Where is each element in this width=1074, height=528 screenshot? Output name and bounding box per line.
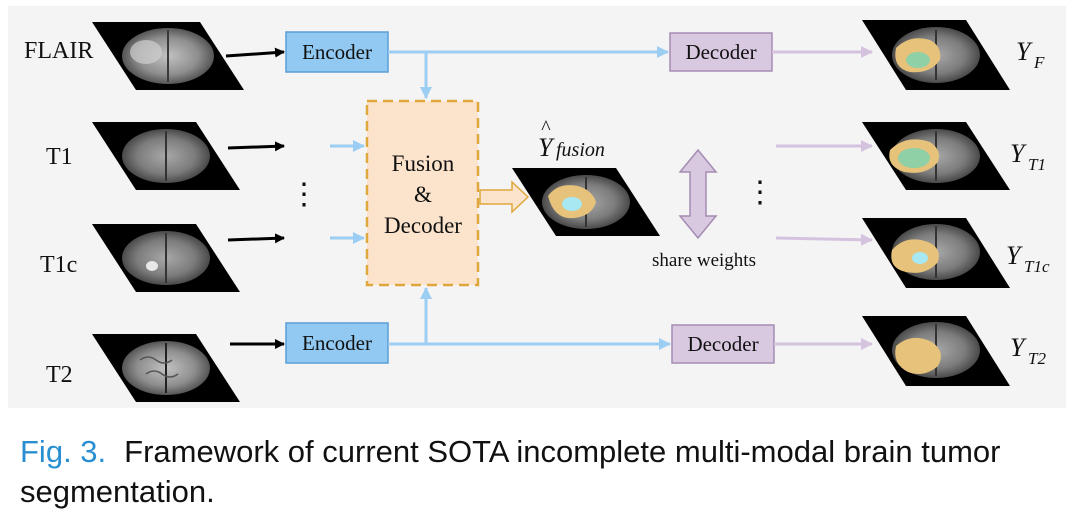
output-label-t1: Y T1 [1010,139,1046,174]
framework-diagram: FLAIR T1 T1c T2 Encoder Encoder ⋮ Fusion… [24,20,1050,402]
arrow-flair-encoder [225,47,285,58]
label-t1c: T1c [40,252,77,278]
output-t1c-subscript: T1c [1024,257,1050,276]
output-label-t2: Y T2 [1010,333,1046,368]
ellipsis-right: ⋮ [745,176,775,209]
fusion-label-line2: & [414,182,432,207]
fusion-decoder-block: Fusion & Decoder [365,99,480,287]
mri-slice-t1 [92,122,240,190]
encoder-bottom: Encoder [285,322,389,364]
mri-slice-t2 [92,334,240,402]
segmentation-slice-t1c [862,218,1010,288]
fusion-output-symbol: Y [538,133,555,162]
output-label-f: Y F [1016,37,1045,72]
fusion-output-label: ^ Y fusion [538,117,605,162]
segmentation-slice-t1 [862,122,1010,190]
encoder-top-label: Encoder [302,40,372,64]
segmentation-slice-fusion [512,168,660,236]
arrow-t1-missing [227,141,285,152]
arrow-t1c-output [775,233,873,246]
label-flair: FLAIR [24,38,93,64]
decoder-bottom-label: Decoder [687,332,758,356]
label-t2: T2 [46,362,73,388]
output-f-symbol: Y [1016,37,1033,66]
mri-slice-t1c [92,224,240,292]
label-t1: T1 [46,144,73,170]
figure-caption: Fig. 3.Framework of current SOTA incompl… [20,432,1060,512]
output-t1c-symbol: Y [1006,241,1023,270]
mri-slice-flair [92,22,244,90]
output-t1-symbol: Y [1010,139,1027,168]
fusion-output-hat: ^ [541,117,551,139]
output-t2-subscript: T2 [1028,349,1046,368]
segmentation-slice-f [862,20,1010,90]
fusion-output-arrow [479,180,530,214]
caption-figure-number: Fig. 3. [20,434,107,469]
decoder-top: Decoder [669,32,773,72]
share-weights-label: share weights [652,250,756,271]
segmentation-slice-t2 [862,316,1010,386]
output-t2-symbol: Y [1010,333,1027,362]
arrow-t1c-missing [227,233,285,244]
encoder-top: Encoder [285,31,389,73]
output-t1-subscript: T1 [1028,155,1046,174]
output-label-t1c: Y T1c [1006,241,1050,276]
fusion-output-subscript: fusion [556,139,605,161]
fusion-label-line1: Fusion [392,151,455,176]
decoder-top-label: Decoder [685,40,756,64]
decoder-bottom: Decoder [671,324,775,364]
share-weights-arrow [678,148,718,240]
output-f-subscript: F [1033,53,1045,72]
encoder-bottom-label: Encoder [302,331,372,355]
caption-text: Framework of current SOTA incomplete mul… [20,434,1001,509]
ellipsis-left: ⋮ [289,178,319,211]
fusion-label-line3: Decoder [384,213,462,238]
